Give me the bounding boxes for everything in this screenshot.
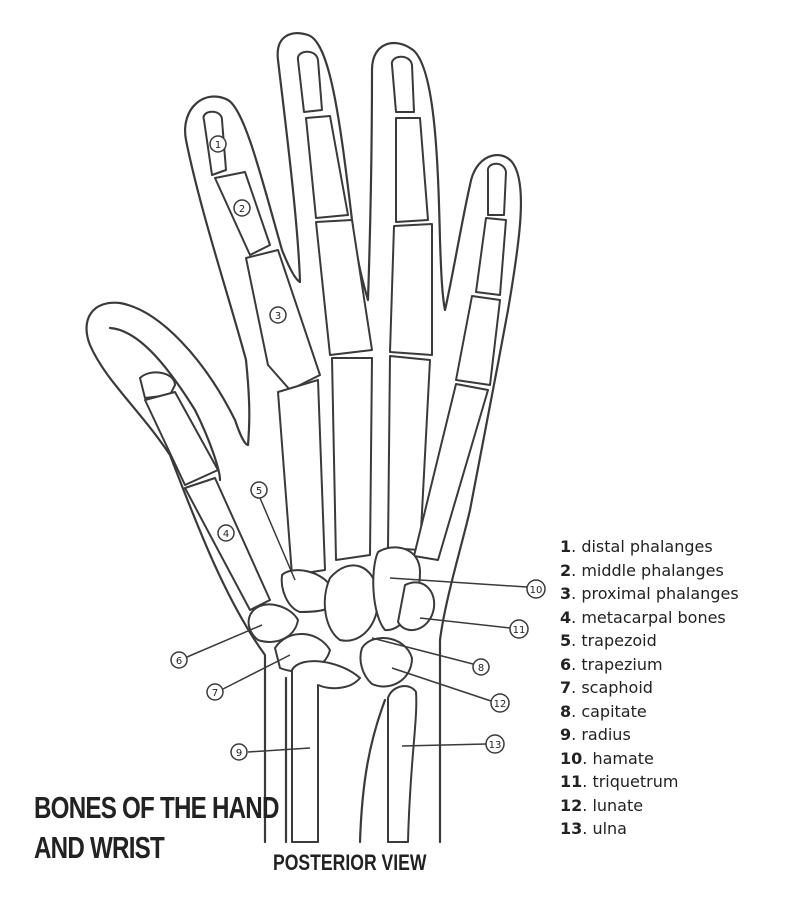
legend-separator: .: [571, 678, 582, 697]
callout-3: 3: [269, 306, 287, 324]
legend-item: 7. scaphoid: [560, 676, 739, 700]
legend-number: 7: [560, 678, 572, 697]
legend-label: middle phalanges: [581, 560, 724, 580]
legend-number: 9: [560, 725, 572, 744]
legend-number: 13: [560, 819, 583, 838]
callout-7: 7: [206, 683, 224, 701]
callout-8: 8: [472, 658, 490, 676]
callout-13: 13: [485, 734, 505, 754]
callout-5: 5: [250, 481, 268, 499]
legend-separator: .: [582, 748, 593, 768]
legend-item: 4. metacarpal bones: [560, 606, 739, 630]
svg-text:5: 5: [256, 486, 262, 497]
legend-label: hamate: [592, 748, 654, 768]
legend-item: 2. middle phalanges: [560, 559, 739, 583]
legend-item: 6. trapezium: [560, 653, 739, 677]
legend-separator: .: [582, 819, 593, 838]
hand-outline: [85, 32, 523, 844]
legend-label: triquetrum: [592, 772, 679, 791]
legend-label: metacarpal bones: [581, 607, 726, 627]
svg-text:6: 6: [176, 656, 182, 667]
legend-number: 8: [560, 701, 572, 721]
legend-item: 10. hamate: [560, 747, 739, 771]
svg-text:4: 4: [223, 529, 229, 540]
legend-item: 5. trapezoid: [560, 629, 739, 653]
thumb-inner-outline: [108, 326, 222, 482]
svg-text:1: 1: [215, 140, 221, 151]
legend-number: 10: [560, 748, 583, 768]
legend-item: 8. capitate: [560, 700, 739, 724]
legend-number: 12: [560, 795, 583, 815]
svg-text:8: 8: [478, 663, 484, 674]
legend-separator: .: [571, 607, 582, 627]
svg-text:2: 2: [239, 204, 245, 215]
svg-text:10: 10: [530, 585, 543, 596]
title-line-1: BONES OF THE HAND: [34, 790, 279, 825]
callout-11: 11: [509, 619, 529, 639]
svg-text:12: 12: [494, 699, 507, 710]
legend-separator: .: [571, 537, 582, 556]
proximal-phalanges: [144, 219, 501, 486]
legend-label: lunate: [592, 795, 644, 815]
legend-number: 1: [560, 537, 572, 556]
legend-separator: .: [571, 654, 582, 674]
view-label: POSTERIOR VIEW: [273, 850, 427, 875]
legend-separator: .: [571, 560, 582, 580]
legend-label: proximal phalanges: [581, 584, 739, 603]
svg-text:13: 13: [489, 740, 502, 751]
legend-label: trapezium: [581, 654, 663, 674]
legend-number: 2: [560, 560, 572, 580]
legend-label: capitate: [581, 701, 647, 721]
capitate-bone: [323, 564, 380, 642]
legend-label: trapezoid: [581, 631, 657, 650]
svg-text:7: 7: [212, 688, 218, 699]
callout-1: 1: [209, 135, 227, 153]
radius-bone: [291, 660, 361, 843]
lunate-bone: [359, 637, 413, 688]
callout-12: 12: [490, 693, 510, 713]
triquetrum-bone: [397, 581, 436, 631]
legend-separator: .: [571, 701, 582, 721]
legend-label: radius: [581, 725, 631, 744]
legend-label: ulna: [592, 819, 627, 838]
legend-item: 9. radius: [560, 723, 739, 747]
leader-lines: [186, 497, 528, 753]
callout-10: 10: [526, 579, 546, 599]
svg-text:3: 3: [275, 311, 281, 322]
legend-separator: .: [582, 772, 593, 791]
legend-item: 12. lunate: [560, 794, 739, 818]
legend-number: 3: [560, 584, 572, 603]
svg-text:11: 11: [513, 625, 526, 636]
legend-label: scaphoid: [581, 678, 653, 697]
legend-item: 13. ulna: [560, 817, 739, 841]
legend-number: 11: [560, 772, 583, 791]
legend-number: 5: [560, 631, 572, 650]
metacarpal-bones: [184, 355, 489, 611]
callout-9: 9: [230, 743, 248, 761]
title-line-2: AND WRIST: [34, 830, 165, 865]
legend-item: 3. proximal phalanges: [560, 582, 739, 606]
legend-separator: .: [571, 584, 582, 603]
legend-item: 11. triquetrum: [560, 770, 739, 794]
ulna-bone: [387, 685, 418, 843]
legend-separator: .: [571, 631, 582, 650]
callout-6: 6: [170, 651, 188, 669]
legend-separator: .: [582, 795, 593, 815]
svg-text:9: 9: [236, 748, 242, 759]
legend-item: 1. distal phalanges: [560, 535, 739, 559]
legend-number: 4: [560, 607, 572, 627]
legend-separator: .: [571, 725, 582, 744]
legend-number: 6: [560, 654, 572, 674]
callout-2: 2: [233, 199, 251, 217]
diagram-title: BONES OF THE HAND AND WRIST: [34, 788, 279, 868]
callout-4: 4: [217, 524, 235, 542]
legend-label: distal phalanges: [581, 537, 713, 556]
